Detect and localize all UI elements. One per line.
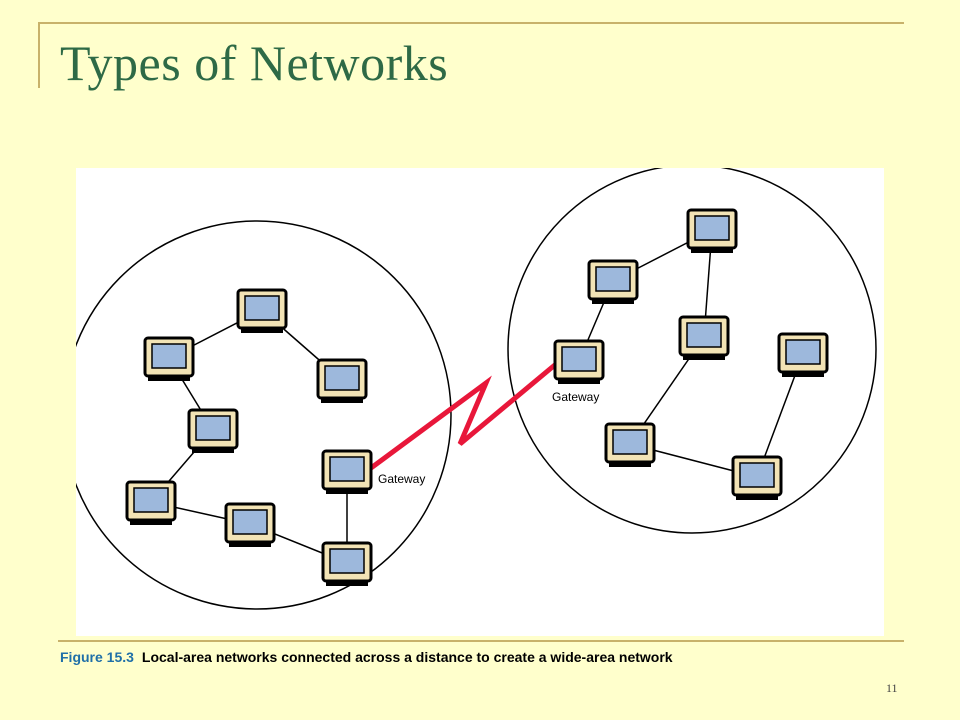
top-rule: [38, 22, 904, 24]
left-rule: [38, 22, 40, 88]
slide-title: Types of Networks: [60, 35, 449, 91]
left-lan-computer: [125, 480, 177, 527]
right-lan-computer: [777, 332, 829, 379]
left-lan-computer: [224, 502, 276, 549]
page-number: 11: [886, 681, 898, 695]
right-lan-computer: [604, 422, 656, 469]
left-lan-computer: [236, 288, 288, 335]
figure-label: Figure 15.3: [60, 649, 134, 665]
network-diagram: Gateway Gateway: [76, 168, 877, 610]
left-gateway-label: Gateway: [378, 472, 425, 486]
right-gateway-label: Gateway: [552, 390, 599, 404]
right-lan-computer: [678, 315, 730, 362]
figure-caption: Figure 15.3 Local-area networks connected…: [60, 649, 673, 665]
left-lan-computer: [321, 541, 373, 588]
caption-text: Local-area networks connected across a d…: [141, 649, 673, 665]
left-lan-computer: [187, 408, 239, 455]
bottom-rule: [58, 640, 904, 642]
right-lan-boundary: [507, 168, 877, 534]
left-gateway-computer: [321, 449, 373, 496]
right-gateway-computer: [553, 339, 605, 386]
network-figure: Gateway Gateway: [76, 168, 884, 636]
right-lan-computer: [686, 208, 738, 255]
left-lan-boundary: [76, 220, 452, 610]
left-lan-computer: [316, 358, 368, 405]
right-lan-computer: [731, 455, 783, 502]
right-lan-computer: [587, 259, 639, 306]
left-lan-computer: [143, 336, 195, 383]
wan-link: [369, 362, 558, 471]
